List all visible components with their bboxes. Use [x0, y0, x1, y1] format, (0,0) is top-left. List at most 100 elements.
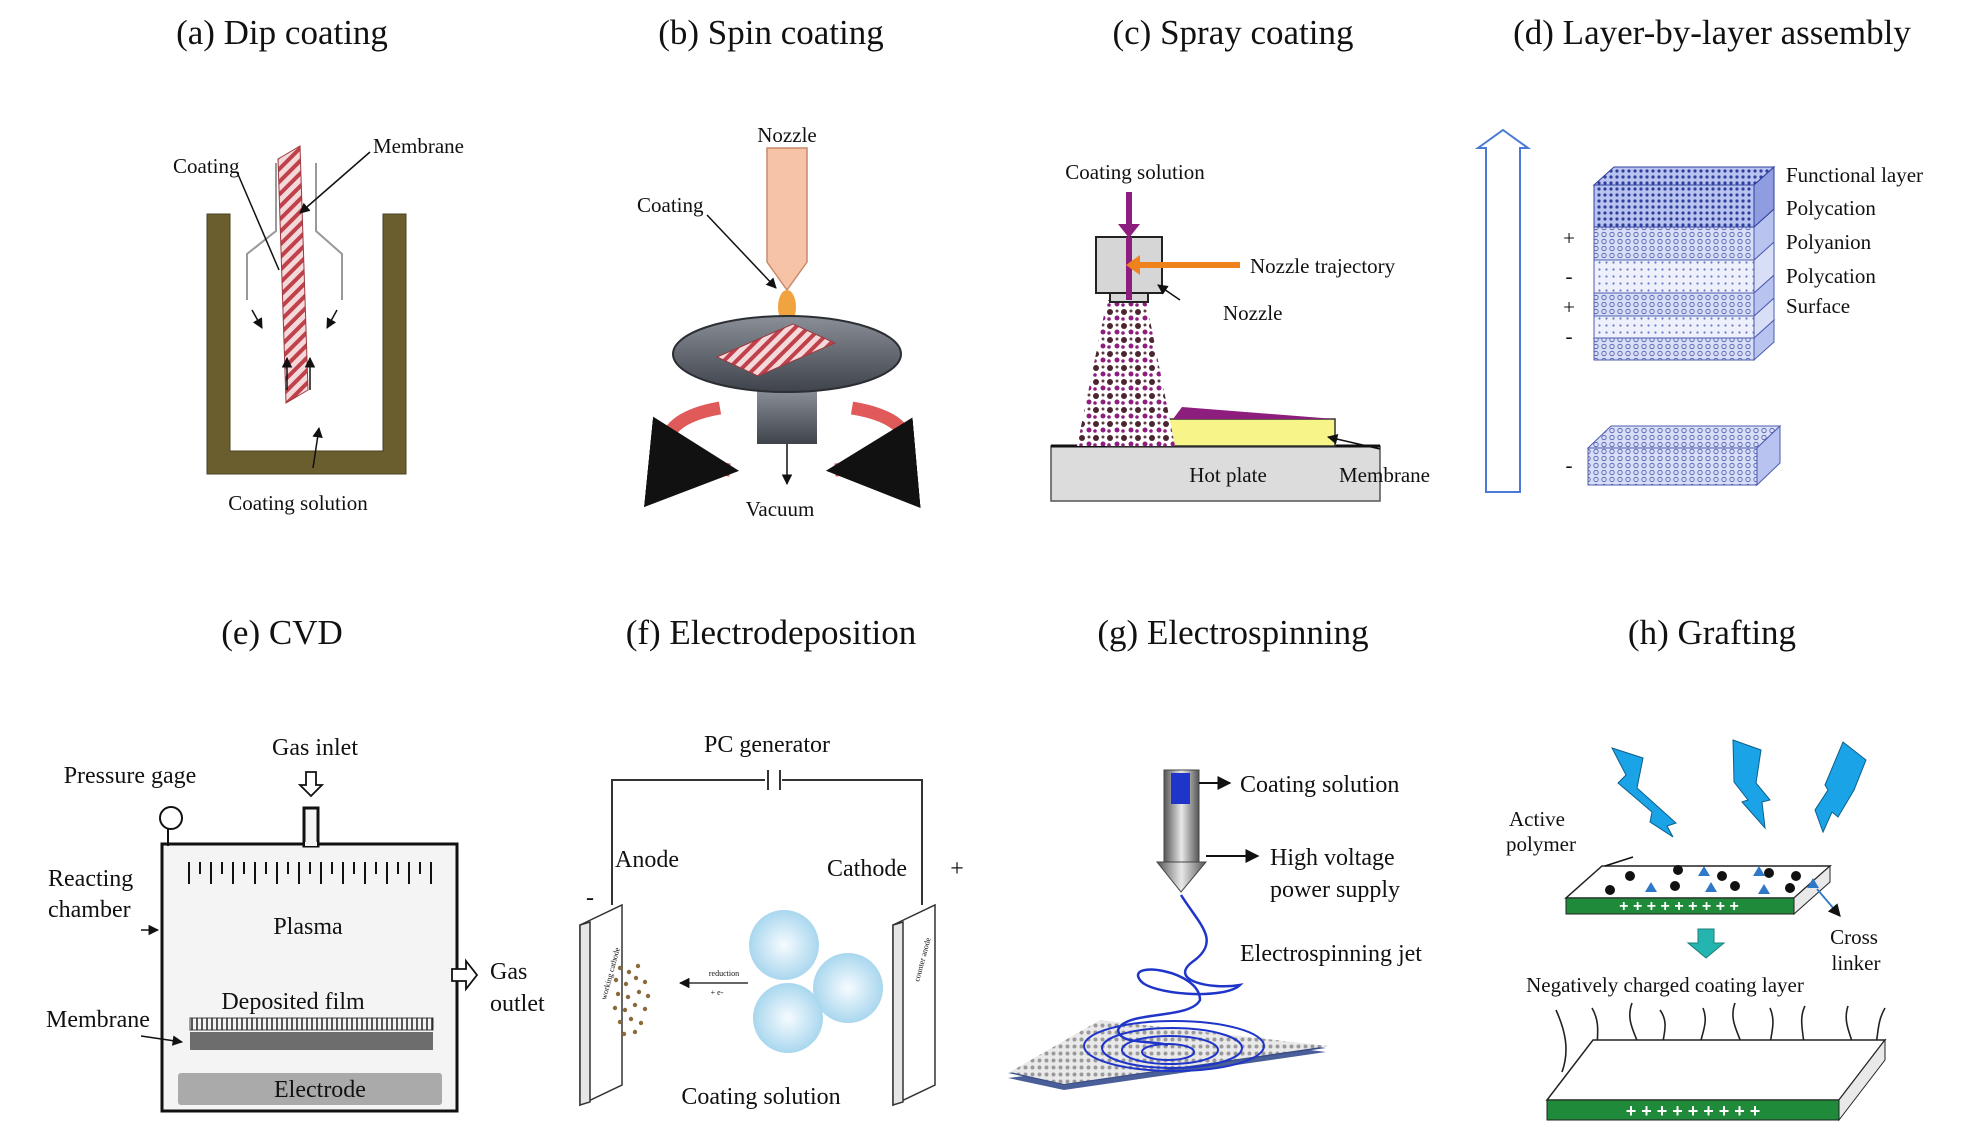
title-spin-coating: (b) Spin coating [658, 13, 884, 52]
label-membrane: Membrane [1339, 463, 1430, 487]
label-gas: Gas [490, 959, 527, 985]
plasma-ticks [188, 862, 432, 884]
charge-sign: + [1563, 226, 1575, 250]
label-high-voltage: High voltage [1270, 845, 1395, 871]
layer-stack [1592, 165, 1776, 362]
trajectory-arrowhead [1126, 255, 1140, 275]
label-coating-solution: Coating solution [681, 1084, 840, 1110]
label-anode: Anode [615, 847, 679, 873]
syringe-solution [1171, 773, 1190, 804]
label-pc-generator: PC generator [704, 732, 830, 758]
flow-arrow [251, 309, 263, 329]
spray-cone [1077, 300, 1175, 446]
hot-plate-base [1050, 445, 1381, 502]
label-pressure-gage: Pressure gage [64, 763, 197, 789]
label-outlet: outlet [490, 991, 545, 1017]
label-vacuum: Vacuum [746, 497, 815, 521]
label-electrospinning-jet: Electrospinning jet [1240, 941, 1422, 967]
coating-droplet [813, 953, 883, 1023]
title-cvd: (e) CVD [221, 613, 343, 652]
gas-inlet-arrow [297, 771, 325, 798]
membrane-arrow [140, 1035, 184, 1046]
charge-sign: - [1566, 453, 1573, 477]
solution-feed-arrowhead [1118, 224, 1140, 238]
label-layer-4: Surface [1786, 294, 1850, 318]
panel-electrospinning: Coating solution High voltage power supp… [1008, 769, 1422, 1090]
wire-left [611, 779, 765, 905]
charge-sign: - [1566, 324, 1573, 348]
electrode-bar [178, 1073, 442, 1105]
label-nozzle: Nozzle [757, 123, 816, 147]
gas-outlet-arrow [451, 958, 479, 992]
label-reduction: reduction [709, 969, 739, 978]
title-spray-coating: (c) Spray coating [1112, 13, 1353, 52]
panel-cvd: Pressure gage Gas inlet Reacting chamber… [46, 735, 545, 1113]
label-plus: + [950, 856, 964, 882]
panel-dip-coating: Coating Membrane Coating solution [173, 134, 464, 515]
panel-layer-by-layer: Functional layer Polycation Polyanion Po… [1474, 128, 1923, 493]
title-electrospinning: (g) Electrospinning [1097, 613, 1368, 652]
rotation-arrow-left [643, 401, 740, 508]
base-layer [1586, 424, 1782, 487]
panel-spray-coating: Coating solution Nozzle trajectory Nozzl… [1050, 160, 1430, 502]
assembly-direction-arrow [1474, 128, 1532, 493]
label-deposited-film: Deposited film [221, 989, 365, 1015]
membrane-sample [715, 323, 837, 377]
positive-charges: + + + + + + + + + [1619, 898, 1739, 915]
label-layer-2: Polyanion [1786, 230, 1872, 254]
deposited-particles [612, 963, 651, 1037]
leader-line [1326, 434, 1381, 450]
panel-spin-coating: Nozzle Coating Vacuum [637, 123, 921, 521]
panel-electrodeposition: reduction + e- working cathode counter a… [579, 732, 964, 1110]
uv-bolts [1610, 739, 1867, 838]
label-coating-solution: Coating solution [1065, 160, 1205, 184]
label-hot-plate: Hot plate [1189, 463, 1267, 487]
label-reacting: Reacting [48, 866, 133, 892]
label-linker: linker [1832, 951, 1881, 975]
coating-layer-slab [1545, 1038, 1887, 1122]
title-layer-by-layer: (d) Layer-by-layer assembly [1513, 13, 1911, 52]
label-active: Active [1509, 807, 1565, 831]
label-coating-solution: Coating solution [228, 491, 368, 515]
leader-line [1157, 284, 1181, 301]
coating-outline-right [315, 163, 343, 300]
wire-right [782, 779, 923, 905]
cathode-plate-edge [892, 920, 904, 1107]
coating-droplet [749, 910, 819, 980]
membrane-bar [190, 1032, 433, 1050]
label-coating-solution: Coating solution [1240, 772, 1399, 798]
label-layer-3: Polycation [1786, 264, 1876, 288]
label-negative-layer: Negatively charged coating layer [1526, 973, 1804, 997]
label-cross: Cross [1830, 925, 1878, 949]
charge-sign: + [1563, 295, 1575, 319]
title-grafting: (h) Grafting [1628, 613, 1796, 652]
label-gas-inlet: Gas inlet [272, 735, 358, 761]
membrane-strip [277, 145, 309, 404]
film-ticks [191, 1018, 433, 1030]
spinneret-tip [1155, 861, 1208, 893]
electrospinning-jet [1116, 894, 1244, 1047]
transition-arrow [1686, 928, 1726, 959]
label-layer-0: Functional layer [1786, 163, 1923, 187]
nozzle [766, 147, 808, 292]
leader-line [312, 426, 323, 469]
rotation-arrow-right [825, 401, 921, 509]
leader-line [1604, 856, 1634, 867]
flow-arrow [326, 309, 338, 329]
positive-charges: + + + + + + + + + [1626, 1101, 1761, 1121]
title-dip-coating: (a) Dip coating [176, 13, 388, 52]
pressure-gage [159, 806, 183, 830]
label-membrane: Membrane [373, 134, 464, 158]
cross-linker-triangles [1645, 866, 1819, 894]
charge-sign: - [1566, 264, 1573, 288]
coating-droplet [753, 983, 823, 1053]
cross-linker-arrow [1816, 888, 1841, 917]
fiber-spiral [1083, 1020, 1265, 1072]
panel-grafting: + + + + + + + + + + + + + + + + + + Acti… [1506, 739, 1887, 1122]
label-coating: Coating [637, 193, 704, 217]
coating-outline-left [246, 163, 277, 300]
label-plasma: Plasma [273, 914, 343, 940]
coating-film [1173, 407, 1335, 419]
label-coating: Coating [173, 154, 240, 178]
